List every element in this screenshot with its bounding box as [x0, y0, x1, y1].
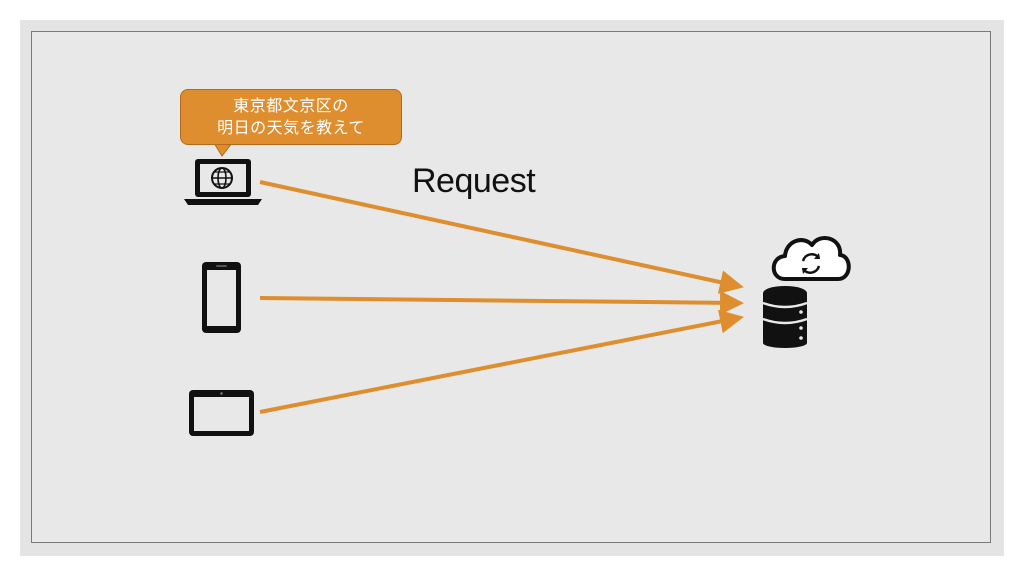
speech-bubble-line-1: 東京都文京区の [233, 96, 349, 115]
arrow-laptop-to-server [259, 180, 744, 294]
arrow-phone-to-server [259, 290, 744, 315]
tablet-icon [189, 390, 254, 436]
database-icon [762, 286, 808, 348]
request-label: Request [412, 162, 536, 200]
smartphone-icon [202, 262, 241, 333]
arrow-tablet-to-server [259, 309, 744, 414]
speech-bubble: 東京都文京区の 明日の天気を教えて [180, 89, 402, 145]
cloud-sync-icon [771, 235, 851, 281]
laptop-globe-icon [184, 159, 262, 205]
speech-bubble-line-2: 明日の天気を教えて [217, 118, 365, 137]
